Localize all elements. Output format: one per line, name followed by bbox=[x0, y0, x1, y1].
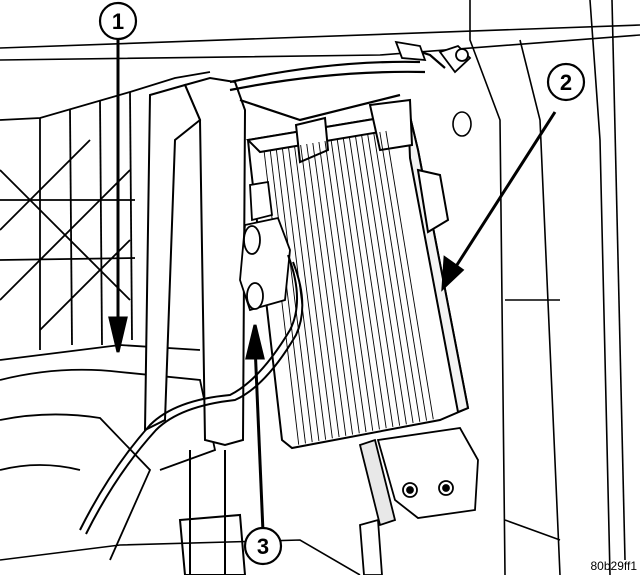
callout-1: 1 bbox=[98, 1, 138, 41]
heatsink-fin bbox=[385, 130, 434, 420]
harness-connector bbox=[394, 40, 472, 74]
callout-3-label: 3 bbox=[257, 534, 269, 559]
heatsink-fin bbox=[306, 143, 347, 436]
actuator bbox=[239, 180, 291, 312]
heatsink-fin bbox=[294, 145, 333, 439]
control-module bbox=[245, 98, 470, 450]
heatsink-fin bbox=[318, 141, 360, 434]
heatsink-fin bbox=[288, 146, 327, 440]
blower-housing bbox=[0, 71, 217, 561]
heatsink-fin bbox=[361, 134, 407, 425]
heatsink-fin bbox=[275, 148, 313, 443]
callout-2-circle bbox=[546, 62, 586, 102]
heatsink-fin bbox=[348, 136, 394, 427]
mounting-hole bbox=[452, 111, 472, 137]
callout-2: 2 bbox=[546, 62, 586, 102]
heatsink-fin bbox=[269, 149, 306, 444]
heatsink-fin bbox=[355, 135, 401, 426]
heatsink-fin bbox=[379, 131, 427, 421]
callout-3-circle bbox=[243, 526, 283, 566]
support-bracket bbox=[143, 76, 247, 575]
heatsink-fin bbox=[324, 140, 367, 433]
callout-leaders bbox=[108, 40, 557, 533]
actuator-cable bbox=[79, 254, 304, 535]
heatsink-fin bbox=[330, 139, 374, 431]
heatsink-fin bbox=[312, 142, 353, 435]
heatsink-fin bbox=[342, 137, 387, 429]
figure-id: 80b29ff1 bbox=[591, 559, 638, 573]
heatsink-fin bbox=[300, 144, 340, 438]
heatsink-fin bbox=[367, 133, 414, 424]
lower-bracket bbox=[358, 427, 479, 575]
heatsink-fin bbox=[373, 132, 421, 422]
callout-2-label: 2 bbox=[560, 70, 572, 95]
heatsink-fin bbox=[336, 138, 380, 430]
callout-1-label: 1 bbox=[112, 9, 124, 34]
heatsink-fins bbox=[263, 130, 434, 445]
callout-3: 3 bbox=[243, 526, 283, 566]
callout-1-circle bbox=[98, 1, 138, 41]
heatsink-fin bbox=[281, 147, 320, 441]
wiring-harness bbox=[229, 43, 446, 122]
